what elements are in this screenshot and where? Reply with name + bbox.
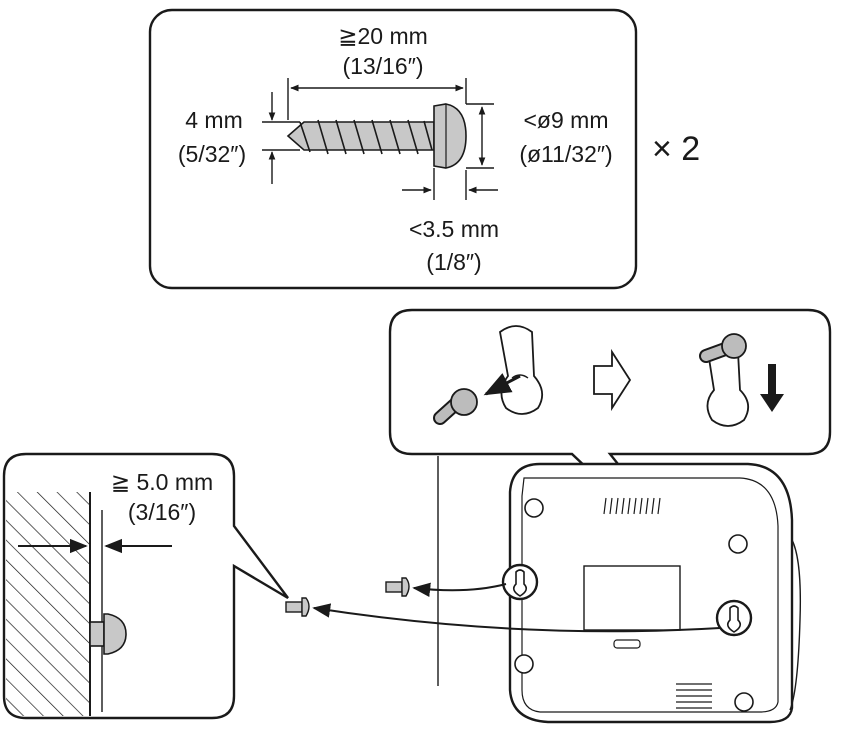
- wall-hatch-icon: [6, 492, 90, 716]
- screw-spec-panel: ≧20 mm (13/16″) 4 mm (5/32″) <ø9 mm (ø11…: [148, 8, 638, 290]
- screw-icon: [433, 388, 478, 425]
- screw-icon: [89, 613, 127, 655]
- shaft-diameter-label: 4 mm: [185, 107, 243, 133]
- keyhole-detail-panel: [388, 308, 832, 601]
- wall-clearance-panel: ≧ 5.0 mm (3/16″): [2, 452, 289, 720]
- screw-length-inch-label: (13/16″): [342, 53, 423, 79]
- keyhole-slot-icon: [715, 599, 753, 637]
- clearance-label: ≧ 5.0 mm: [111, 469, 213, 495]
- insert-arrow-icon: [483, 373, 521, 396]
- clearance-inch-label: (3/16″): [128, 499, 196, 525]
- screw-icon: [699, 333, 747, 363]
- screw-icon: [385, 577, 410, 597]
- device-base-icon: [501, 462, 802, 724]
- screw-length-label: ≧20 mm: [338, 23, 428, 49]
- screw-icon: [286, 103, 467, 169]
- keyhole-slot-icon: [501, 563, 539, 601]
- guide-arrow: [312, 603, 721, 633]
- screw-icon: [285, 597, 310, 617]
- down-arrow-icon: [760, 364, 784, 412]
- quantity-label: × 2: [652, 130, 700, 168]
- head-diameter-inch-label: (ø11/32″): [519, 141, 612, 167]
- hollow-right-arrow-icon: [593, 348, 632, 412]
- guide-arrow: [412, 582, 507, 597]
- shaft-diameter-inch-label: (5/32″): [178, 141, 246, 167]
- head-height-inch-label: (1/8″): [426, 249, 481, 275]
- head-height-label: <3.5 mm: [409, 216, 499, 242]
- head-diameter-label: <ø9 mm: [524, 107, 609, 133]
